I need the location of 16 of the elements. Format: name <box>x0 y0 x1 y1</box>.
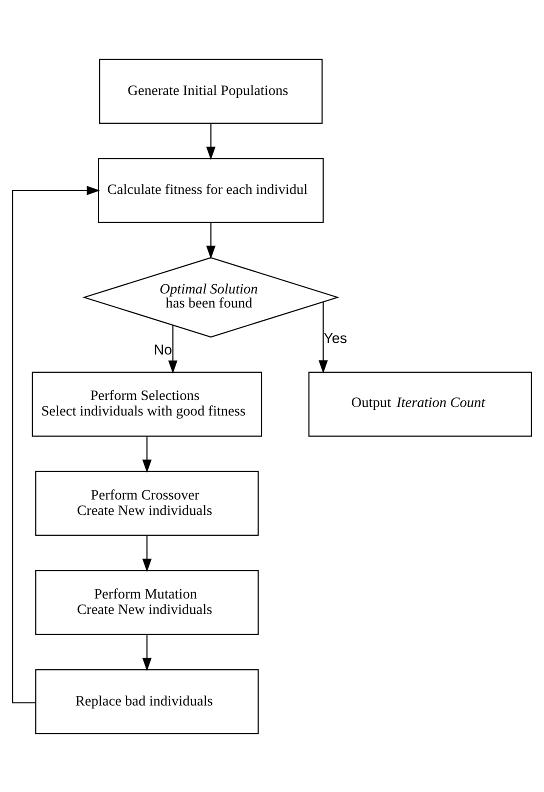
arrow <box>142 634 152 671</box>
arrow <box>206 123 216 160</box>
node-box: Replace bad individuals <box>35 668 259 734</box>
node-box: Perform Crossover Create New individuals <box>35 470 259 536</box>
node-box: Perform Mutation Create New individuals <box>35 570 259 634</box>
arrow <box>142 436 152 472</box>
node-box: Output Iteration Count <box>308 371 532 436</box>
arrow <box>206 222 216 259</box>
node-box: Calculate fitness for each individul <box>98 158 324 222</box>
arrow <box>12 185 100 703</box>
node-box: Generate Initial Populations <box>99 58 323 124</box>
arrow <box>318 301 328 373</box>
node-box: Perform Selections Select individuals with good fitness <box>32 371 262 436</box>
arrow <box>142 535 152 572</box>
arrow <box>168 324 178 374</box>
edge-label: No <box>154 342 172 358</box>
